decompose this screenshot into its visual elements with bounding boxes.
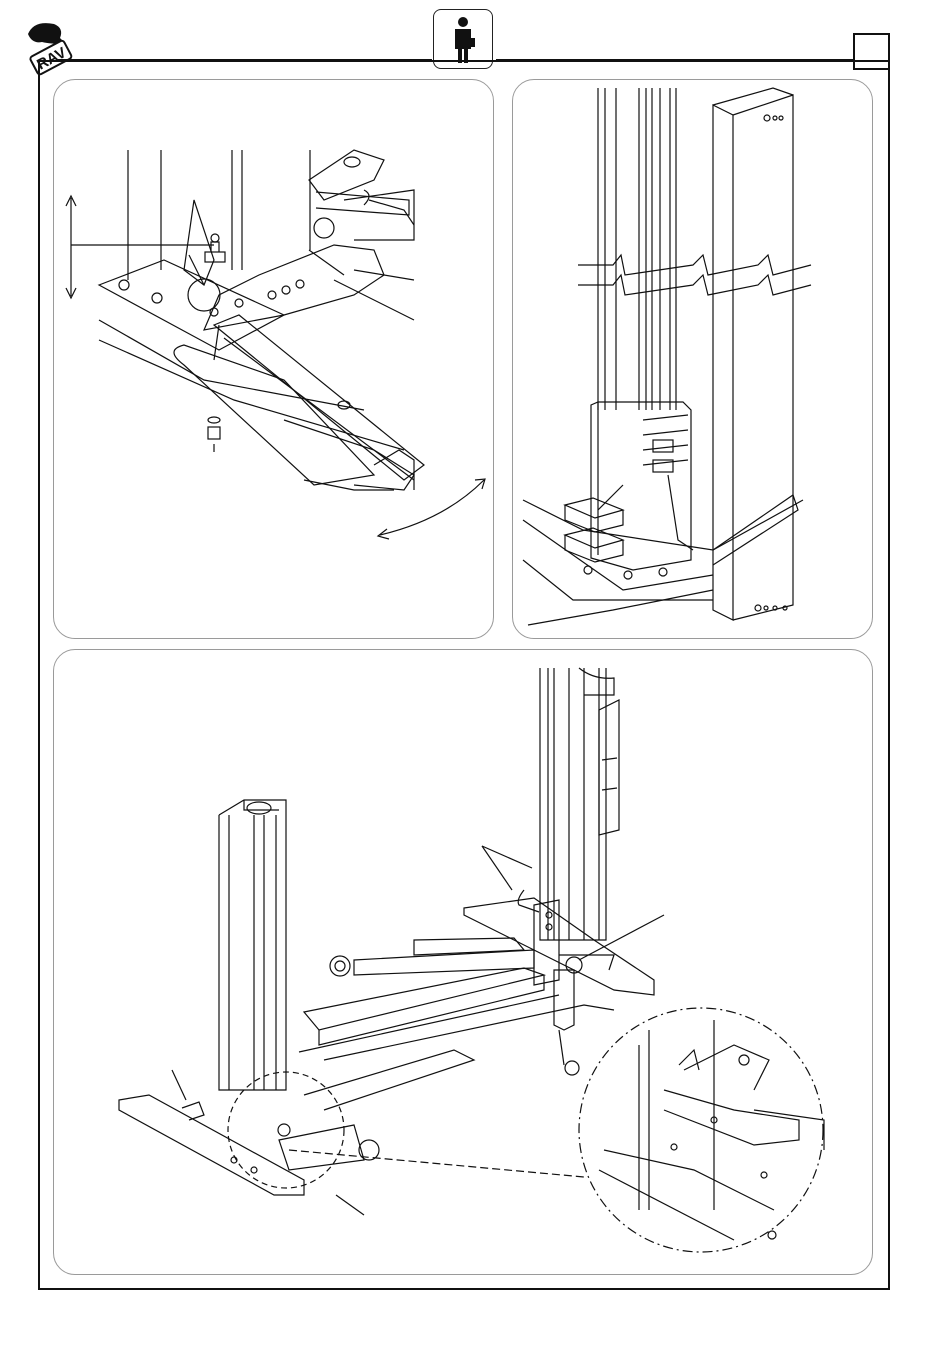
figure-panel-lift-assembly	[53, 649, 873, 1275]
figure-panel-column-cover	[512, 79, 873, 639]
arm-adjustment-drawing	[54, 80, 494, 639]
column-cover-drawing	[513, 80, 873, 639]
lift-assembly-drawing	[54, 650, 873, 1275]
figure-panel-arm-adjustment	[53, 79, 494, 639]
